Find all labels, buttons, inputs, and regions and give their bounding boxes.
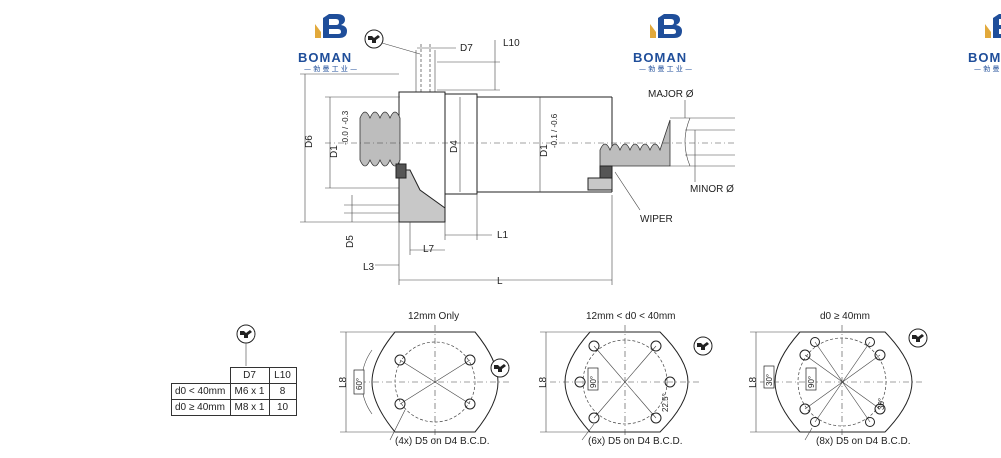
dim-label: L8 xyxy=(748,376,759,388)
flange-view-title: 12mm Only xyxy=(408,311,459,322)
label-l3: L3 xyxy=(363,262,375,273)
label-d1-left-tolerance: -0.0 / -0.3 xyxy=(341,110,350,145)
flange-view-6-hole: 12mm < d0 < 40mm 90° 22.5° L8 (6x) D5 on… xyxy=(538,311,713,447)
angle-label: 90° xyxy=(589,376,598,388)
brand-subtitle: — 勃 曼 工 业 — xyxy=(304,64,357,73)
label-l10: L10 xyxy=(503,38,520,49)
brand-subtitle: — 勃 曼 工 业 — xyxy=(639,64,692,73)
table-cell: 8 xyxy=(268,383,297,400)
label-wiper: WIPER xyxy=(640,214,673,225)
flange-view-4-hole: 12mm Only 60° L8 (4x) D5 on D4 B.C.D. xyxy=(338,311,510,447)
brand-logo-right: BOMAN — 勃 曼 工 业 — xyxy=(968,14,1001,73)
label-d5: D5 xyxy=(345,235,356,248)
grease-nipple-icon xyxy=(908,328,928,348)
label-minor-diameter: MINOR Ø xyxy=(690,184,734,195)
grease-nipple-icon xyxy=(693,336,713,356)
table-cell: d0 ≥ 40mm xyxy=(171,399,231,416)
table-cell: d0 < 40mm xyxy=(171,383,231,400)
brand-subtitle: — 勃 曼 工 业 — xyxy=(974,64,1001,73)
brand-logo-center: BOMAN — 勃 曼 工 业 — xyxy=(633,14,692,73)
hole-note: (4x) D5 on D4 B.C.D. xyxy=(395,436,489,447)
label-d1-right-tolerance: -0.1 / -0.6 xyxy=(550,113,559,148)
dim-label: L8 xyxy=(538,376,549,388)
table-header-cell: D7 xyxy=(229,367,270,384)
table-cell: M8 x 1 xyxy=(229,399,270,416)
label-l: L xyxy=(497,276,503,287)
table-cell: M6 x 1 xyxy=(229,383,270,400)
table-header-cell: L10 xyxy=(268,367,297,384)
angle-label-secondary: 90° xyxy=(807,376,816,388)
flange-view-title: 12mm < d0 < 40mm xyxy=(586,311,675,322)
label-l7: L7 xyxy=(423,244,435,255)
dim-label: L8 xyxy=(338,376,349,388)
angle-label: 30° xyxy=(765,374,774,386)
label-major-diameter: MAJOR Ø xyxy=(648,89,694,100)
table-row: d0 ≥ 40mm M8 x 1 10 xyxy=(171,399,297,416)
brand-name: BOMAN xyxy=(633,50,687,65)
main-section-drawing: D7 L10 MAJOR Ø MINOR Ø xyxy=(300,29,735,287)
label-d7: D7 xyxy=(460,43,473,54)
grease-nipple-icon xyxy=(236,324,256,344)
grease-nipple-icon xyxy=(490,358,510,378)
label-d6: D6 xyxy=(304,135,315,148)
table-header-row: D7 L10 xyxy=(171,367,297,384)
grease-fitting-table: D7 L10 d0 < 40mm M6 x 1 8 d0 ≥ 40mm M8 x… xyxy=(171,367,297,416)
brand-logo-left: BOMAN — 勃 曼 工 业 — xyxy=(298,14,357,73)
label-d1-left: D1 xyxy=(329,145,340,158)
table-header-cell xyxy=(171,367,231,384)
label-l1: L1 xyxy=(497,230,509,241)
table-cell: 10 xyxy=(268,399,297,416)
angle-label-tertiary: 30° xyxy=(877,398,886,410)
flange-view-title: d0 ≥ 40mm xyxy=(820,311,870,322)
label-d1-right: D1 xyxy=(539,144,550,157)
label-d4: D4 xyxy=(449,140,460,153)
grease-nipple-icon xyxy=(364,29,384,49)
flange-view-8-hole: d0 ≥ 40mm 30° 90° 30° L8 (8x) D5 on D4 B… xyxy=(748,311,928,447)
angle-label-secondary: 22.5° xyxy=(661,393,670,412)
angle-label: 60° xyxy=(355,378,364,390)
table-row: d0 < 40mm M6 x 1 8 xyxy=(171,383,297,400)
brand-name: BOMAN xyxy=(298,50,352,65)
hole-note: (6x) D5 on D4 B.C.D. xyxy=(588,436,682,447)
brand-name: BOMAN xyxy=(968,50,1001,65)
hole-note: (8x) D5 on D4 B.C.D. xyxy=(816,436,910,447)
